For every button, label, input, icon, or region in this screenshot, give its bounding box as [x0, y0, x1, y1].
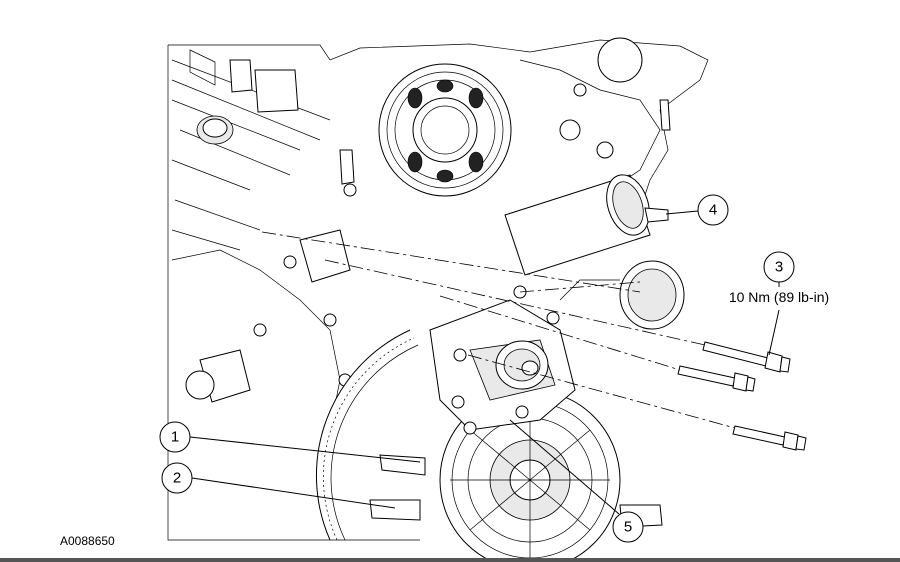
- callout-2: 2: [161, 462, 396, 509]
- callout-1: 1: [159, 421, 421, 463]
- callout-4: 4: [665, 194, 729, 226]
- callout-2-number: 2: [173, 470, 181, 487]
- bottom-border: [0, 558, 900, 562]
- pulley: [378, 63, 512, 197]
- figure-id: A0088650: [60, 534, 115, 548]
- callout-3-torque: 10 Nm (89 lb-in): [729, 289, 829, 305]
- bolt-lower: [732, 425, 807, 451]
- callout-1-number: 1: [171, 429, 179, 446]
- bolts: [677, 341, 807, 451]
- bolt-upper: [702, 341, 791, 373]
- callout-3: 3 10 Nm (89 lb-in): [729, 251, 829, 356]
- clutch-assembly: [439, 389, 663, 562]
- engine-illustration: [167, 37, 709, 562]
- callout-5: 5: [509, 419, 644, 543]
- water-pump: [429, 285, 576, 435]
- flywheel: [315, 329, 419, 541]
- callout-3-number: 3: [775, 259, 783, 276]
- alignment-lines: [261, 231, 736, 429]
- bolt-middle: [677, 365, 756, 392]
- callout-5-number: 5: [624, 519, 632, 536]
- callout-4-number: 4: [709, 202, 717, 219]
